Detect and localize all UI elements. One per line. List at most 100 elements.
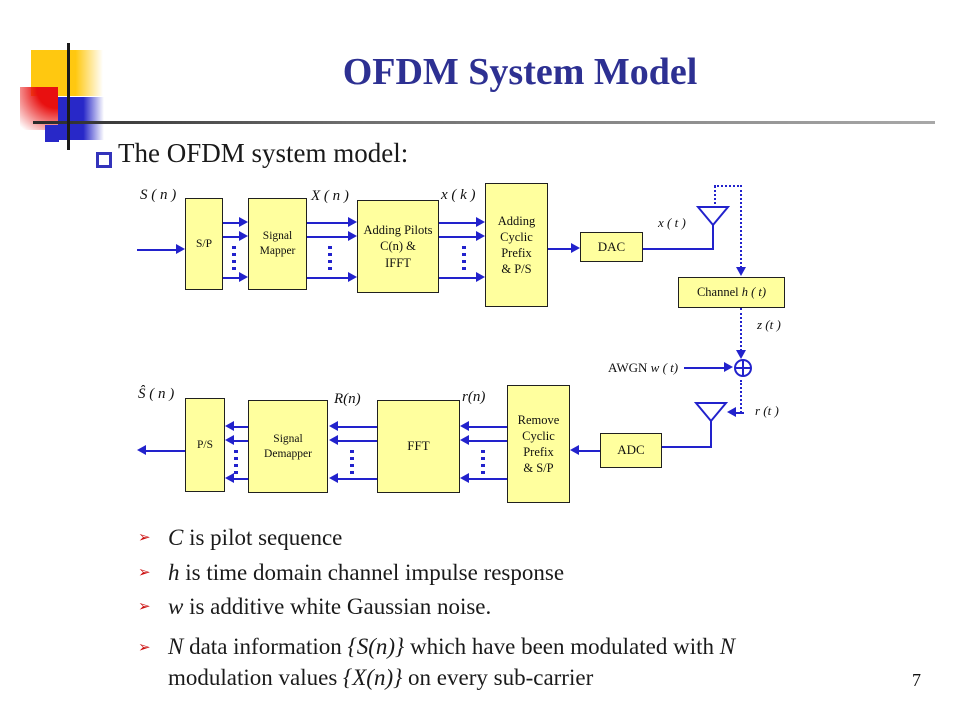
ellipsis-dots xyxy=(462,246,466,272)
connector-line xyxy=(439,277,478,279)
connector-line xyxy=(223,236,241,238)
block-adding-pilots-ifft: Adding Pilots C(n) & IFFT xyxy=(357,200,439,293)
label-X-n: X ( n ) xyxy=(311,188,349,204)
connector-line xyxy=(233,426,248,428)
connector-line xyxy=(439,236,478,238)
radio-path-arrowhead xyxy=(736,350,746,359)
block-sp-label: S/P xyxy=(196,237,212,250)
label-s-hat-n: Ŝ ( n ) xyxy=(138,386,175,402)
block-add-cyclic-prefix: Adding Cyclic Prefix & P/S xyxy=(485,183,548,307)
radio-path-dotted xyxy=(740,308,742,351)
label-x-t: x ( t ) xyxy=(658,215,686,230)
ellipsis-dots xyxy=(232,246,236,272)
connector-line xyxy=(233,478,248,480)
title-underline xyxy=(33,121,935,124)
block-dac: DAC xyxy=(580,232,643,262)
connector-line xyxy=(439,222,478,224)
connector-arrowhead xyxy=(460,421,469,431)
decor-vertical-line xyxy=(67,43,70,150)
bullet-3-text: is additive white Gaussian noise. xyxy=(183,594,492,619)
awgn-word: AWGN xyxy=(608,360,651,375)
bullet-4-var-2: {S(n)} xyxy=(347,634,405,659)
radio-path-dotted xyxy=(714,185,742,187)
connector-line xyxy=(468,440,507,442)
square-bullet-icon xyxy=(96,152,112,168)
bullet-arrow-icon: ➢ xyxy=(138,638,151,656)
block-add-cyclic-label: Adding Cyclic Prefix & P/S xyxy=(497,213,536,277)
bullet-3-var: w xyxy=(168,594,184,619)
block-ps: P/S xyxy=(185,398,225,492)
bullet-item-2: h is time domain channel impulse respons… xyxy=(168,557,564,588)
connector-arrowhead xyxy=(348,231,357,241)
radio-path-dotted xyxy=(714,186,716,204)
bullet-arrow-icon: ➢ xyxy=(138,597,151,615)
connector-arrowhead xyxy=(239,217,248,227)
block-remove-cyclic-prefix: Remove Cyclic Prefix & S/P xyxy=(507,385,570,503)
label-awgn: AWGN w ( t) xyxy=(608,360,678,376)
block-sp: S/P xyxy=(185,198,223,290)
block-signal-mapper: Signal Mapper xyxy=(248,198,307,290)
label-r-n: r(n) xyxy=(462,389,486,405)
block-ps-label: P/S xyxy=(197,438,213,451)
page-number: 7 xyxy=(912,670,921,690)
block-fft-label: FFT xyxy=(407,438,430,454)
label-R-n: R(n) xyxy=(334,391,361,407)
ellipsis-dots xyxy=(234,450,238,476)
connector-arrowhead xyxy=(476,272,485,282)
bullet-1-var: C xyxy=(168,525,184,550)
connector-arrowhead xyxy=(570,445,579,455)
block-signal-demapper: Signal Demapper xyxy=(248,400,328,493)
awgn-arrowhead xyxy=(724,362,733,372)
connector-arrowhead xyxy=(225,421,234,431)
channel-word: Channel xyxy=(696,285,742,300)
block-channel-label: Channel h ( t) xyxy=(697,284,766,300)
intro-text: The OFDM system model: xyxy=(118,138,409,168)
connector-arrowhead xyxy=(239,231,248,241)
connector-line xyxy=(337,426,377,428)
block-dac-label: DAC xyxy=(597,238,626,254)
label-z-t: z (t ) xyxy=(757,317,781,332)
decor-blue-square xyxy=(58,97,104,140)
rx-antenna-icon xyxy=(694,402,728,423)
connector-arrowhead xyxy=(225,473,234,483)
connector-line xyxy=(307,236,350,238)
connector-arrowhead xyxy=(348,272,357,282)
connector-arrowhead xyxy=(476,217,485,227)
awgn-line xyxy=(684,367,726,369)
ellipsis-dots xyxy=(350,450,354,476)
adder-icon xyxy=(734,359,752,377)
block-signal-demapper-label: Signal Demapper xyxy=(264,432,312,460)
connector-arrowhead xyxy=(348,217,357,227)
label-r-t: r (t ) xyxy=(755,403,779,418)
bullet-4-var-3: N xyxy=(719,634,736,659)
connector-arrowhead xyxy=(329,473,338,483)
connector-line xyxy=(578,450,600,452)
connector-line xyxy=(337,478,377,480)
bullet-1-text: is pilot sequence xyxy=(183,525,343,550)
radio-path-arrowhead xyxy=(736,267,746,276)
block-adc-label: ADC xyxy=(617,442,645,458)
ellipsis-dots xyxy=(328,246,332,272)
connector-line xyxy=(223,222,241,224)
connector-line xyxy=(337,440,377,442)
connector-line xyxy=(307,277,350,279)
block-adding-pilots-label: Adding Pilots C(n) & IFFT xyxy=(363,223,433,270)
ellipsis-dots xyxy=(481,450,485,476)
bullet-2-var: h xyxy=(168,560,180,585)
bullet-4-var-4: {X(n)} xyxy=(343,665,403,690)
input-arrowhead xyxy=(176,244,185,254)
output-line xyxy=(146,450,185,452)
bullet-4-text-1: data information xyxy=(183,634,348,659)
bullet-arrow-icon: ➢ xyxy=(138,528,151,546)
label-x-k: x ( k ) xyxy=(441,187,476,203)
rx-feed-arrowhead xyxy=(727,407,736,417)
connector-line xyxy=(468,478,507,480)
label-S-n: S ( n ) xyxy=(140,187,177,203)
connector-arrowhead xyxy=(476,231,485,241)
connector-arrowhead xyxy=(329,421,338,431)
antenna-adc-line xyxy=(662,446,712,448)
connector-arrowhead xyxy=(239,272,248,282)
bullet-arrow-icon: ➢ xyxy=(138,563,151,581)
bullet-4-text-3: modulation values xyxy=(168,665,344,690)
rx-feed-line xyxy=(736,412,744,414)
